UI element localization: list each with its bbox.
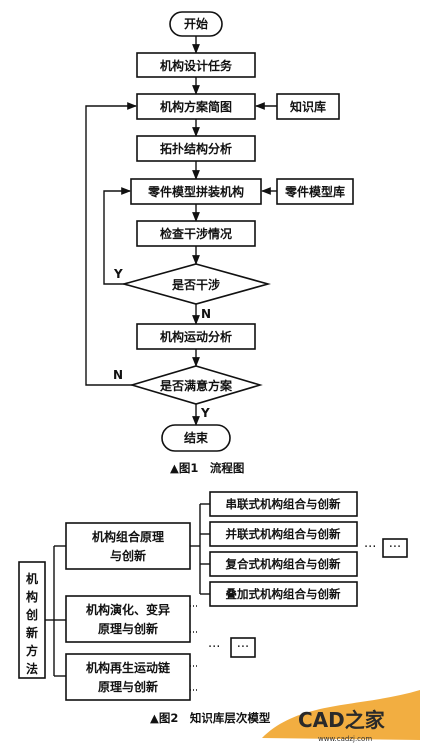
end-label: 结束 xyxy=(184,430,209,445)
root-node xyxy=(18,561,46,679)
root-char-3: 创 xyxy=(25,607,38,622)
regeneration-principle-line2: 原理与创新 xyxy=(98,679,158,694)
fig2-caption: ▲图2 知识库层次模型 xyxy=(150,711,271,725)
more-box-2 xyxy=(230,637,256,658)
combination-principle-box xyxy=(65,522,191,570)
yes2-label: Y xyxy=(200,406,210,420)
sketch-label: 机构方案简图 xyxy=(160,99,232,114)
more-box-1 xyxy=(382,538,408,558)
motion-analysis-box xyxy=(136,323,256,350)
compound-combination-label: 复合式机构组合与创新 xyxy=(225,557,341,571)
watermark-url: www.cadzj.com xyxy=(318,735,372,743)
serial-combination-label: 串联式机构组合与创新 xyxy=(226,497,341,511)
root-char-5: 方 xyxy=(26,643,38,658)
check-box xyxy=(136,220,256,247)
knowledge-base-label: 知识库 xyxy=(289,99,326,114)
design-task-label: 机构设计任务 xyxy=(160,58,233,73)
parallel-combination-box xyxy=(209,521,358,547)
ellipsis-2: ··· xyxy=(208,640,220,655)
evolution-principle-line2: 原理与创新 xyxy=(98,621,158,636)
evolution-principle-line1: 机构演化、变异 xyxy=(86,602,170,617)
root-char-6: 法 xyxy=(26,661,38,676)
compound-combination-box xyxy=(209,551,358,577)
root-char-2: 构 xyxy=(26,589,38,604)
more-box-2-dots: ··· xyxy=(237,640,249,655)
watermark-text: CAD之家 xyxy=(298,708,386,732)
evolution-principle-box xyxy=(65,595,191,643)
end-node xyxy=(161,424,231,452)
start-label: 开始 xyxy=(184,16,208,31)
no1-label: N xyxy=(201,307,211,321)
hierarchy-model: 机 构 创 新 方 法 机构组合原理 与创新 串联式机构组合与创新 并联式机构组… xyxy=(18,491,408,725)
satisfaction-decision-label: 是否满意方案 xyxy=(159,378,233,393)
knowledge-base-box xyxy=(276,93,340,120)
superposition-combination-box xyxy=(209,581,358,607)
part-library-label: 零件模型库 xyxy=(284,184,345,199)
fig1-caption: ▲图1 流程图 xyxy=(170,461,244,475)
flowchart: 开始 机构设计任务 机构方案简图 知识库 拓扑结构分析 零件模型拼装机构 零件模… xyxy=(85,11,354,475)
superposition-combination-label: 叠加式机构组合与创新 xyxy=(226,587,341,601)
watermark: CAD之家 www.cadzj.com xyxy=(262,690,420,743)
yes1-label: Y xyxy=(113,267,123,281)
regeneration-principle-box xyxy=(65,653,191,701)
root-char-1: 机 xyxy=(26,571,38,586)
design-task-box xyxy=(136,52,256,78)
motion-analysis-label: 机构运动分析 xyxy=(160,329,232,344)
regeneration-principle-line1: 机构再生运动链 xyxy=(86,660,171,675)
root-char-4: 新 xyxy=(26,625,38,640)
parallel-combination-label: 并联式机构组合与创新 xyxy=(226,527,341,541)
interference-decision-label: 是否干涉 xyxy=(171,277,220,292)
check-label: 检查干涉情况 xyxy=(160,226,232,241)
combination-principle-line1: 机构组合原理 xyxy=(92,529,164,544)
ellipsis-1: ··· xyxy=(364,540,376,555)
watermark-swoosh xyxy=(262,690,420,740)
combination-principle-line2: 与创新 xyxy=(110,548,146,563)
no2-label: N xyxy=(113,368,123,382)
serial-combination-box xyxy=(209,491,358,517)
part-library-box xyxy=(276,178,354,205)
more-box-1-dots: ··· xyxy=(389,540,401,555)
topology-label: 拓扑结构分析 xyxy=(160,141,232,156)
assembly-label: 零件模型拼装机构 xyxy=(147,184,244,199)
